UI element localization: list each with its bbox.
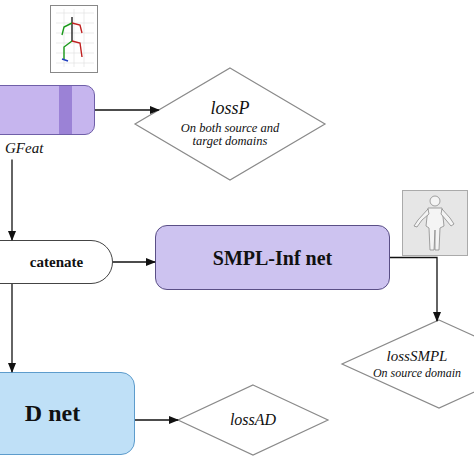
node-label: lossAD bbox=[230, 411, 276, 429]
loss-diamond: lossP On both source and target domains bbox=[135, 68, 325, 180]
network-box: GFeat bbox=[0, 85, 95, 135]
node-label: lossP bbox=[210, 99, 249, 119]
pose-plot-illustration bbox=[50, 5, 98, 73]
loss-diamond: lossSMPL On source domain bbox=[342, 320, 474, 408]
mesh-illustration bbox=[402, 190, 468, 256]
diamond-text: lossSMPL On source domain bbox=[362, 320, 472, 408]
node-label: catenate bbox=[30, 254, 83, 271]
flow-arrow bbox=[390, 258, 437, 322]
node-label: SMPL-Inf net bbox=[213, 247, 332, 269]
flow-arrow bbox=[11, 160, 12, 241]
node-label: lossSMPL bbox=[387, 348, 448, 365]
flow-arrow bbox=[95, 109, 159, 110]
node-note: On both source and target domains bbox=[171, 122, 289, 150]
diamond-text: lossP On both source and target domains bbox=[171, 99, 289, 149]
node-note: On source domain bbox=[373, 367, 461, 380]
loss-diamond: lossAD bbox=[178, 385, 328, 455]
diamond-text: lossAD bbox=[208, 411, 298, 429]
flow-arrow bbox=[135, 419, 178, 420]
flow-arrow bbox=[11, 284, 12, 372]
concat-pill: catenate bbox=[0, 240, 113, 284]
feature-stripe bbox=[59, 86, 72, 134]
flow-arrow bbox=[113, 261, 155, 262]
diamond-outline bbox=[342, 320, 474, 408]
network-box: SMPL-Inf net bbox=[155, 225, 390, 290]
node-label: D net bbox=[25, 400, 80, 426]
network-box: D net bbox=[0, 372, 135, 455]
node-label: GFeat bbox=[5, 140, 43, 157]
